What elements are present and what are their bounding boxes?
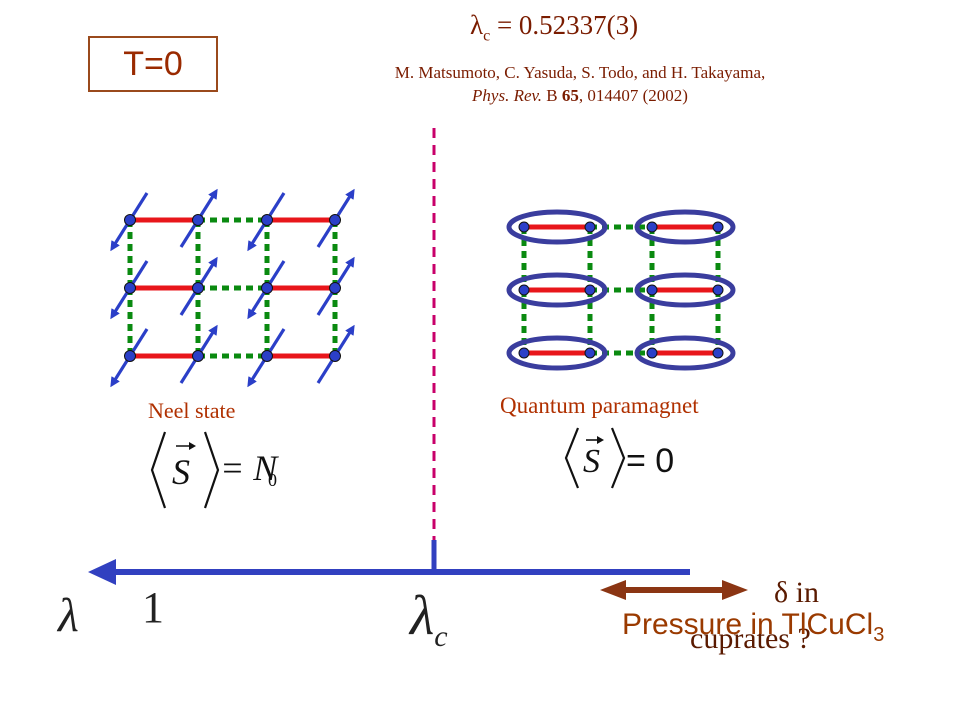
spin-site (329, 350, 341, 362)
quantum-paramagnet-label: Quantum paramagnet (500, 393, 699, 418)
critical-value: = 0.52337(3) (490, 10, 639, 40)
axis-arrowhead (88, 559, 116, 585)
dimer-singlet-ellipse (634, 272, 736, 308)
dimer-singlet-ellipse (506, 272, 608, 308)
citation-reference: Phys. Rev. B 65, 014407 (2002) (330, 86, 830, 106)
paramagnet-order-equation: S = 0 (564, 427, 674, 489)
spin-site (712, 221, 724, 233)
dimer-singlet-ellipse (506, 335, 608, 371)
dimer-singlet-ellipse (634, 209, 736, 245)
axis-critical-label: λc (410, 584, 448, 654)
spin-site (646, 221, 658, 233)
spin-site (584, 347, 596, 359)
paramagnet-equation-rhs: = 0 (626, 442, 674, 480)
paramagnet-spin-operator: S (583, 443, 600, 480)
neel-spin-operator: S (172, 452, 190, 492)
spin-site (518, 284, 530, 296)
range-arrow-left-head (600, 580, 626, 600)
spin-site (261, 350, 273, 362)
spin-site (646, 347, 658, 359)
neel-lattice (110, 188, 355, 388)
temperature-box: T=0 (88, 36, 218, 92)
axis-critical-symbol: λ (410, 585, 435, 647)
spin-site (646, 284, 658, 296)
citation-authors: M. Matsumoto, C. Yasuda, S. Todo, and H.… (394, 63, 766, 82)
critical-symbol: λ (470, 10, 484, 40)
dimer-singlet-ellipse (506, 209, 608, 245)
spin-site (584, 221, 596, 233)
spin-site (712, 284, 724, 296)
critical-subscript: c (483, 27, 491, 45)
pressure-text: Pressure in TlCuCl (622, 608, 874, 641)
spin-site (192, 282, 204, 294)
spin-site (192, 214, 204, 226)
spin-site (124, 350, 136, 362)
spin-site (518, 347, 530, 359)
range-arrow-right-head (722, 580, 748, 600)
axis-one-label: 1 (142, 583, 164, 632)
delta-doping-label: δ in (774, 576, 819, 609)
pressure-label: Pressure in TlCuCl3 (622, 608, 884, 647)
spin-site (261, 214, 273, 226)
quantum-paramagnet-lattice (506, 209, 736, 371)
neel-equation-rhs: = N (220, 448, 279, 488)
neel-state-label: Neel state (148, 398, 236, 423)
neel-equation-sub: 0 (268, 470, 277, 490)
citation-series: B (546, 86, 558, 105)
neel-order-equation: S = N 0 (150, 431, 279, 509)
citation-journal: Phys. Rev. (472, 86, 543, 105)
dimer-singlet-ellipse (634, 335, 736, 371)
temperature-label: T=0 (123, 44, 183, 83)
spin-site (584, 284, 596, 296)
pressure-sub: 3 (873, 624, 885, 646)
spin-site (329, 214, 341, 226)
spin-site (124, 214, 136, 226)
critical-value-line: λc = 0.52337(3) (470, 10, 638, 45)
spin-site (124, 282, 136, 294)
cuprates-label: cuprates ? (690, 622, 811, 655)
spin-site (261, 282, 273, 294)
citation-volume: 65 (561, 86, 579, 105)
axis-lambda-symbol: λ (58, 589, 79, 642)
spin-site (712, 347, 724, 359)
citation-rest: , 014407 (2002) (578, 86, 688, 105)
spin-site (518, 221, 530, 233)
spin-site (192, 350, 204, 362)
axis-critical-sub: c (434, 620, 448, 654)
spin-site (329, 282, 341, 294)
